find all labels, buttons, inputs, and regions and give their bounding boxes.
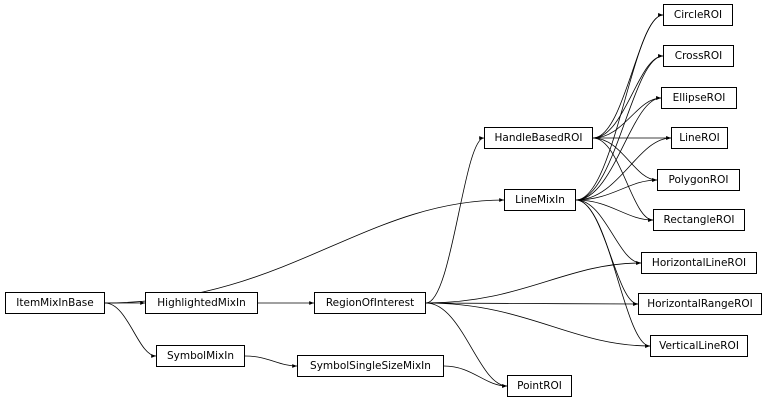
node-symbol-mixin[interactable]: SymbolMixIn xyxy=(156,345,245,367)
edge-handle_based_roi-to-ellipse_roi xyxy=(592,96,662,139)
edge-line_mixin-to-polygon_roi xyxy=(575,178,658,201)
edge-handle_based_roi-to-polygon_roi xyxy=(592,137,658,182)
node-item-mixin-base[interactable]: ItemMixInBase xyxy=(5,292,105,314)
node-cross-roi[interactable]: CrossROI xyxy=(663,45,734,67)
node-polygon-roi[interactable]: PolygonROI xyxy=(657,169,740,191)
node-vertical-line-roi[interactable]: VerticalLineROI xyxy=(650,335,748,357)
edge-region_of_interest-to-horizontal_range_roi xyxy=(425,302,639,306)
node-rectangle-roi[interactable]: RectangleROI xyxy=(653,209,745,231)
edge-line_mixin-to-horizontal_range_roi xyxy=(575,199,639,306)
node-circle-roi[interactable]: CircleROI xyxy=(663,4,733,26)
node-horizontal-line-roi[interactable]: HorizontalLineROI xyxy=(641,252,757,274)
edge-line_mixin-to-line_roi xyxy=(575,136,672,201)
node-symbol-single-size-mixin[interactable]: SymbolSingleSizeMixIn xyxy=(297,355,444,377)
edge-item_mixin_base-to-symbol_mixin xyxy=(104,302,157,358)
edge-region_of_interest-to-point_roi xyxy=(425,302,508,388)
edge-line_mixin-to-vertical_line_roi xyxy=(575,199,651,348)
edge-handle_based_roi-to-cross_roi xyxy=(592,54,664,139)
edge-symbol_mixin-to-symbol_single_size_mixin xyxy=(244,355,298,368)
edge-line_mixin-to-horizontal_line_roi xyxy=(575,199,642,265)
edge-handle_based_roi-to-rectangle_roi xyxy=(592,137,654,222)
node-horizontal-range-roi[interactable]: HorizontalRangeROI xyxy=(638,293,762,315)
node-line-mixin[interactable]: LineMixIn xyxy=(504,189,576,211)
node-region-of-interest[interactable]: RegionOfInterest xyxy=(314,292,426,314)
edge-symbol_single_size_mixin-to-point_roi xyxy=(443,365,508,388)
edge-region_of_interest-to-handle_based_roi xyxy=(425,136,485,304)
edge-line_mixin-to-cross_roi xyxy=(575,54,664,201)
edge-item_mixin_base-to-line_mixin xyxy=(104,198,505,304)
node-line-roi[interactable]: LineROI xyxy=(671,127,728,149)
edge-region_of_interest-to-horizontal_line_roi xyxy=(425,261,642,304)
node-point-roi[interactable]: PointROI xyxy=(507,375,572,397)
node-handle-based-roi[interactable]: HandleBasedROI xyxy=(484,127,593,149)
edge-line_mixin-to-circle_roi xyxy=(575,13,664,201)
edge-region_of_interest-to-vertical_line_roi xyxy=(425,302,651,348)
node-highlighted-mixin[interactable]: HighlightedMixIn xyxy=(145,292,258,314)
node-ellipse-roi[interactable]: EllipseROI xyxy=(661,87,737,109)
edge-line_mixin-to-ellipse_roi xyxy=(575,96,662,201)
edge-line_mixin-to-rectangle_roi xyxy=(575,199,654,222)
